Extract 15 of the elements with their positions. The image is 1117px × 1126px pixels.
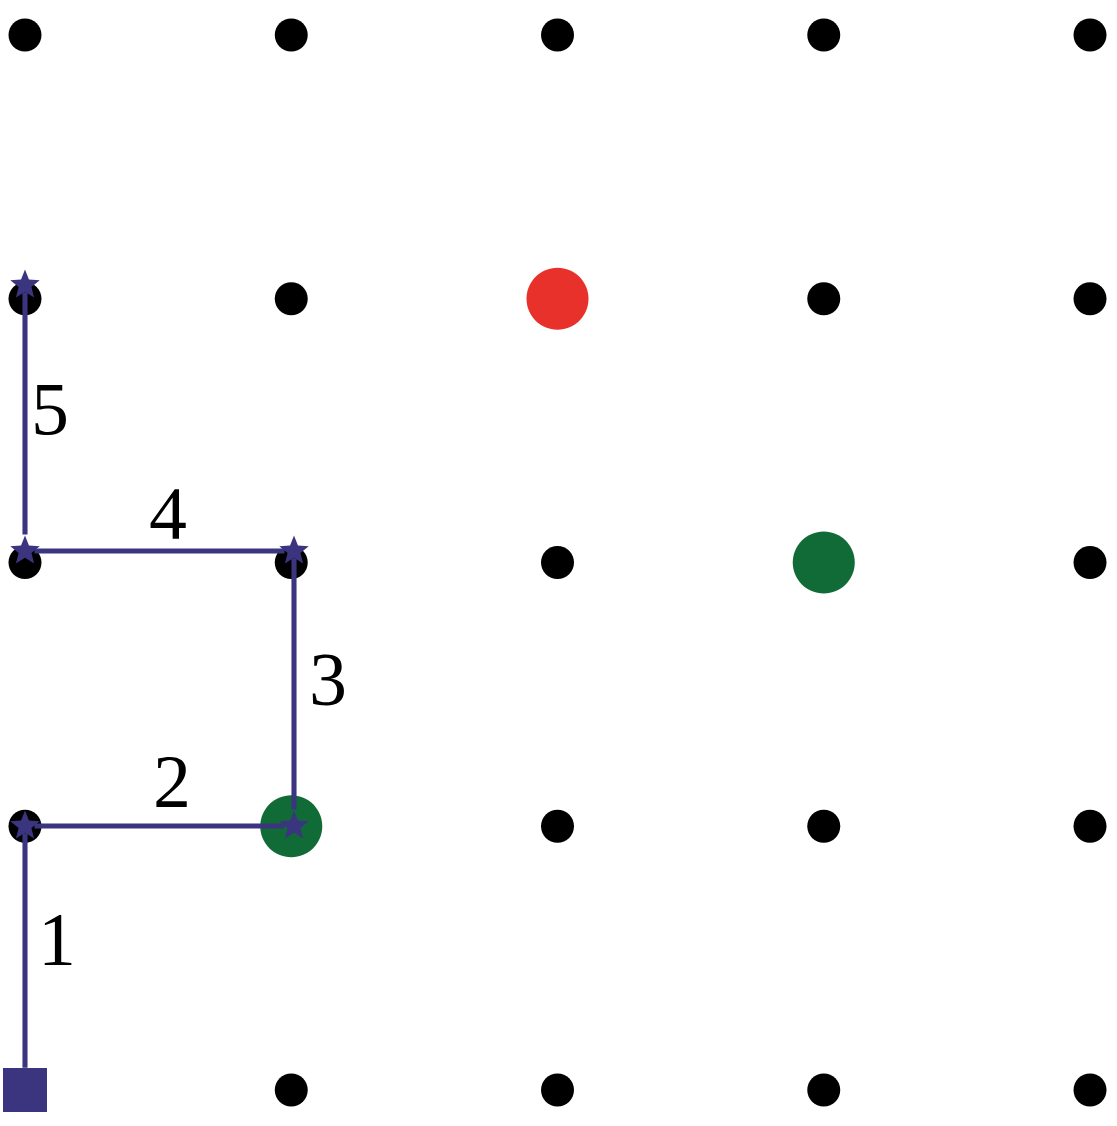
star-marker: [279, 810, 309, 839]
connector-line: [34, 823, 285, 829]
connector-line: [291, 558, 297, 810]
edge-label: 2: [151, 755, 193, 809]
connector-line: [22, 833, 28, 1068]
connector-line: [22, 292, 28, 535]
edge-label: 5: [29, 383, 71, 437]
square-marker: [3, 1068, 47, 1112]
star-marker: [279, 535, 309, 564]
connector-line: [34, 548, 285, 554]
star-marker: [10, 269, 40, 298]
edge-label: 4: [147, 487, 189, 541]
edge-label: 1: [36, 913, 78, 967]
star-marker: [10, 535, 40, 564]
edge-label: 3: [307, 652, 349, 708]
